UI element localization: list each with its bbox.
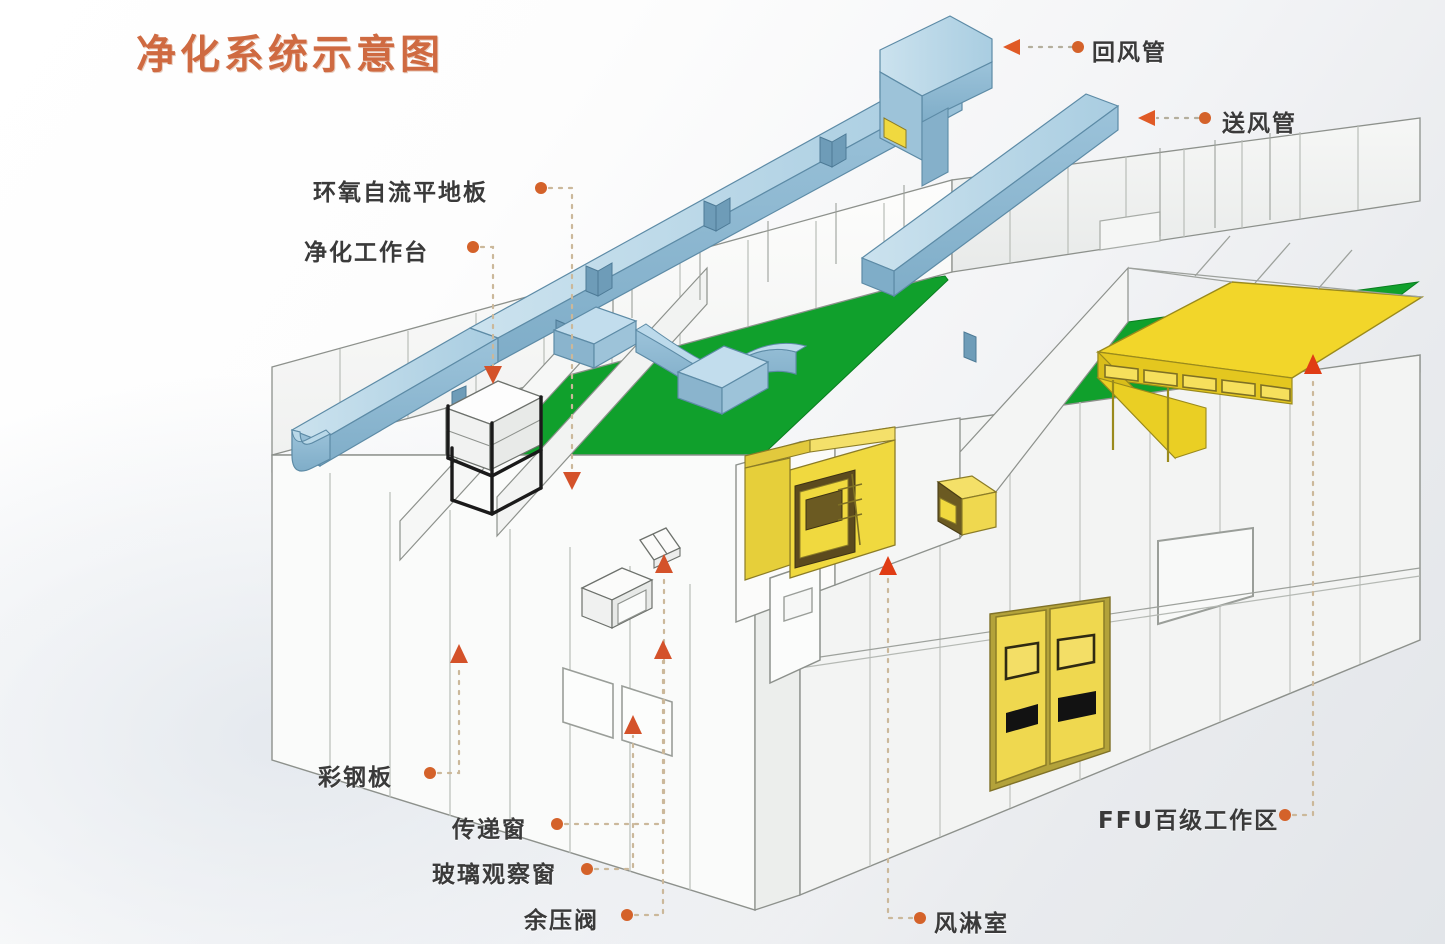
ceiling-grid-bars [1127,235,1423,298]
pass-through-window-pane [617,589,647,625]
glass-window-right [1157,526,1254,626]
leader-arrowheads [450,39,1322,734]
air-shower-room [744,426,896,581]
door-vent-right [1058,691,1096,722]
arrow-air-shower [879,556,897,575]
label-epoxy-floor: 环氧自流平地板 [313,180,488,206]
wall-front-left [271,441,801,911]
door-vent-left [1006,704,1038,733]
label-pass-window: 传递窗 [452,817,527,843]
leader-lines [436,45,1315,920]
arrow-ffu-area [1304,354,1322,374]
page-title: 净化系统示意图 [136,32,444,78]
arrow-return-duct [1003,39,1020,55]
yellow-equipment-cabinet [936,475,998,536]
arrow-glass-window [624,715,642,734]
label-glass-window: 玻璃观察窗 [432,862,557,888]
label-color-steel: 彩钢板 [318,765,393,791]
label-clean-bench: 净化工作台 [304,240,429,266]
duct-elbow-left [291,429,331,472]
door-window-right [1056,633,1096,671]
air-shower-door-left [995,609,1047,785]
arrow-clean-bench [484,366,502,384]
ffu-class100-work-area [1095,281,1425,462]
return-air-duct [879,15,993,187]
label-air-shower: 风淋室 [934,911,1009,937]
air-shower-door-right [1049,600,1105,766]
interior-door-window [783,587,813,622]
arrow-supply-duct [1138,110,1155,126]
glass-observation-window [562,666,614,740]
supply-air-duct-upper [468,72,964,364]
air-shower-double-doors[interactable] [989,596,1111,792]
label-pressure-valve: 余压阀 [524,908,599,934]
clean-bench [444,380,544,516]
leader-dots [424,41,1291,924]
pressure-relief-valve [621,684,673,758]
arrow-color-steel [450,644,468,663]
label-ffu-area: FFU百级工作区 [1098,808,1280,834]
pass-through-box [580,567,654,629]
label-supply-duct: 送风管 [1222,111,1297,137]
arrow-pressure-valve [654,640,672,659]
supply-air-duct-right [860,93,1120,363]
arrow-epoxy-floor [563,472,581,490]
arrow-pass-window [655,554,673,573]
ffu-filter-slots [1104,364,1291,402]
label-return-duct: 回风管 [1092,40,1167,66]
door-window-left [1004,641,1040,681]
